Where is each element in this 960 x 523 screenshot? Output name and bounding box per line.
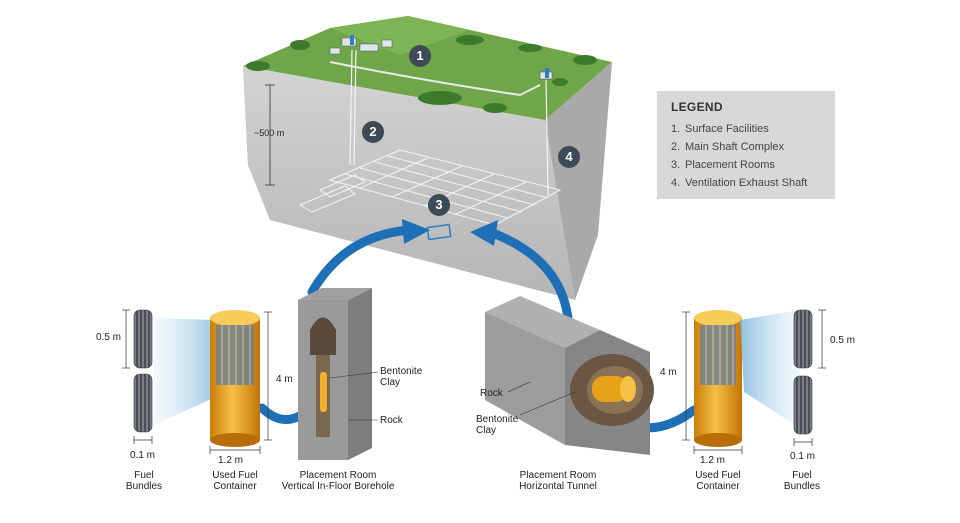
caption-line: Vertical In-Floor Borehole	[281, 481, 395, 492]
right-view-beam	[740, 310, 800, 428]
legend-item-label: Surface Facilities	[685, 123, 769, 135]
caption-line: Clay	[380, 377, 401, 388]
caption-line: Fuel	[792, 470, 812, 481]
right-bundle-width-label: 0.1 m	[790, 451, 816, 462]
marker-3-placement-rooms: 3	[428, 194, 450, 216]
left-used-fuel-container	[209, 310, 272, 454]
right-used-fuel-container	[682, 310, 743, 454]
left-container-width-label: 1.2 m	[218, 455, 244, 466]
caption-line: Container	[213, 481, 257, 492]
vertical-borehole-block	[298, 288, 379, 460]
legend-item-number: 4.	[671, 177, 681, 189]
legend-item: 4. Ventilation Exhaust Shaft	[671, 174, 835, 192]
caption-line: Bentonite	[476, 414, 519, 425]
caption-line: Used Fuel	[212, 470, 258, 481]
legend: LEGEND 1. Surface Facilities 2. Main Shaft…	[657, 91, 835, 199]
marker-4-ventilation-shaft: 4	[558, 146, 580, 168]
left-container-height-label: 4 m	[276, 374, 293, 385]
right-fuel-bundles	[793, 309, 826, 446]
right-bundle-height-label: 0.5 m	[830, 335, 856, 346]
left-bundle-height-label: 0.5 m	[96, 332, 122, 343]
caption-line: Clay	[476, 425, 497, 436]
horizontal-tunnel-block	[485, 296, 654, 455]
left-fuel-bundles	[122, 309, 153, 444]
left-bundle-width-label: 0.1 m	[130, 450, 156, 461]
right-container-height-label: 4 m	[660, 367, 677, 378]
caption-line: Placement Room	[519, 470, 597, 481]
depth-label: ~500 m	[254, 128, 285, 138]
left-rock-label: Rock	[380, 415, 403, 426]
legend-item-number: 1.	[671, 123, 681, 135]
legend-title: LEGEND	[671, 100, 723, 114]
legend-item-label: Placement Rooms	[685, 159, 775, 171]
caption-line: Bentonite	[380, 366, 423, 377]
caption-line: Used Fuel	[695, 470, 741, 481]
legend-item: 3. Placement Rooms	[671, 156, 835, 174]
caption-line: Horizontal Tunnel	[519, 481, 597, 492]
legend-item-number: 3.	[671, 159, 681, 171]
legend-item: 2. Main Shaft Complex	[671, 138, 835, 156]
legend-item-label: Main Shaft Complex	[685, 141, 785, 153]
caption-line: Fuel	[134, 470, 154, 481]
caption-line: Bundles	[125, 481, 163, 492]
caption-line: Container	[696, 481, 740, 492]
right-container-width-label: 1.2 m	[700, 455, 726, 466]
legend-item-label: Ventilation Exhaust Shaft	[685, 177, 808, 189]
right-rock-label: Rock	[480, 388, 503, 399]
legend-item-number: 2.	[671, 141, 681, 153]
left-view-beam	[154, 318, 220, 425]
caption-line: Bundles	[783, 481, 821, 492]
caption-line: Placement Room	[299, 470, 377, 481]
depth-dimension	[265, 84, 275, 186]
marker-1-surface-facilities: 1	[409, 45, 431, 67]
marker-2-main-shaft: 2	[362, 121, 384, 143]
legend-item: 1. Surface Facilities	[671, 120, 835, 138]
